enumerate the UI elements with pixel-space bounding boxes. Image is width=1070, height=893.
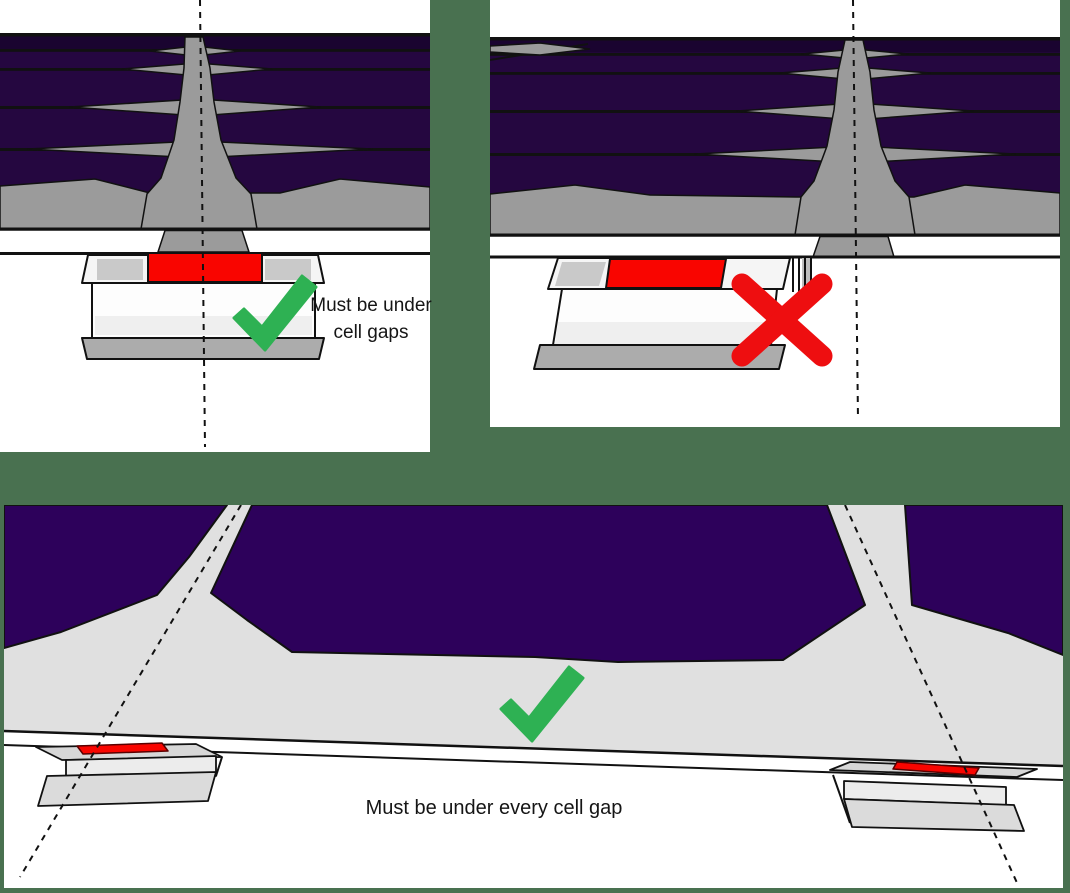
panel-correct-full: Must be under every cell gap (4, 505, 1063, 888)
cell-gap-centerline (199, 0, 206, 448)
cell-gap-centerline-right (844, 505, 1019, 886)
rail-foot (37, 771, 217, 807)
panel-incorrect-single (490, 0, 1060, 427)
rail-clamp (892, 761, 980, 776)
mounting-rail (490, 255, 1060, 370)
cell-gap-centerline-left (19, 505, 242, 878)
full-panel-underside-illustration (4, 505, 1063, 886)
panel-correct-single: Must be under cell gaps (0, 0, 432, 452)
caption-correct-full: Must be under every cell gap (365, 797, 623, 819)
rail-clamp (76, 742, 169, 755)
rail-foot (843, 798, 1025, 832)
mounting-rail-left (35, 742, 223, 807)
cell-row-line (490, 72, 1060, 75)
cell-gap-centerline (852, 0, 859, 421)
frame-cross-section (811, 235, 896, 258)
panel-front-edge (4, 732, 1063, 780)
check-icon (232, 274, 318, 352)
solar-cell-left (4, 505, 228, 649)
rail-bottom-flange (533, 344, 786, 370)
solar-panel-underside (0, 33, 430, 253)
caption-correct-single: Must be under cell gaps (310, 295, 432, 343)
x-icon (731, 273, 833, 367)
rail-off-cell-gap-illustration (490, 0, 1060, 421)
check-icon (499, 665, 585, 743)
edge-gap-spindle (490, 42, 591, 56)
solar-panel-underside (490, 37, 1060, 258)
cell-row-line (490, 53, 1060, 56)
solar-cell-right (904, 505, 1063, 656)
rail-clamp (605, 258, 727, 289)
mounting-rail-right (829, 761, 1038, 832)
rail-clamp (147, 252, 263, 283)
solar-cell-middle (210, 505, 866, 663)
rail-under-cell-gap-illustration (0, 0, 430, 448)
